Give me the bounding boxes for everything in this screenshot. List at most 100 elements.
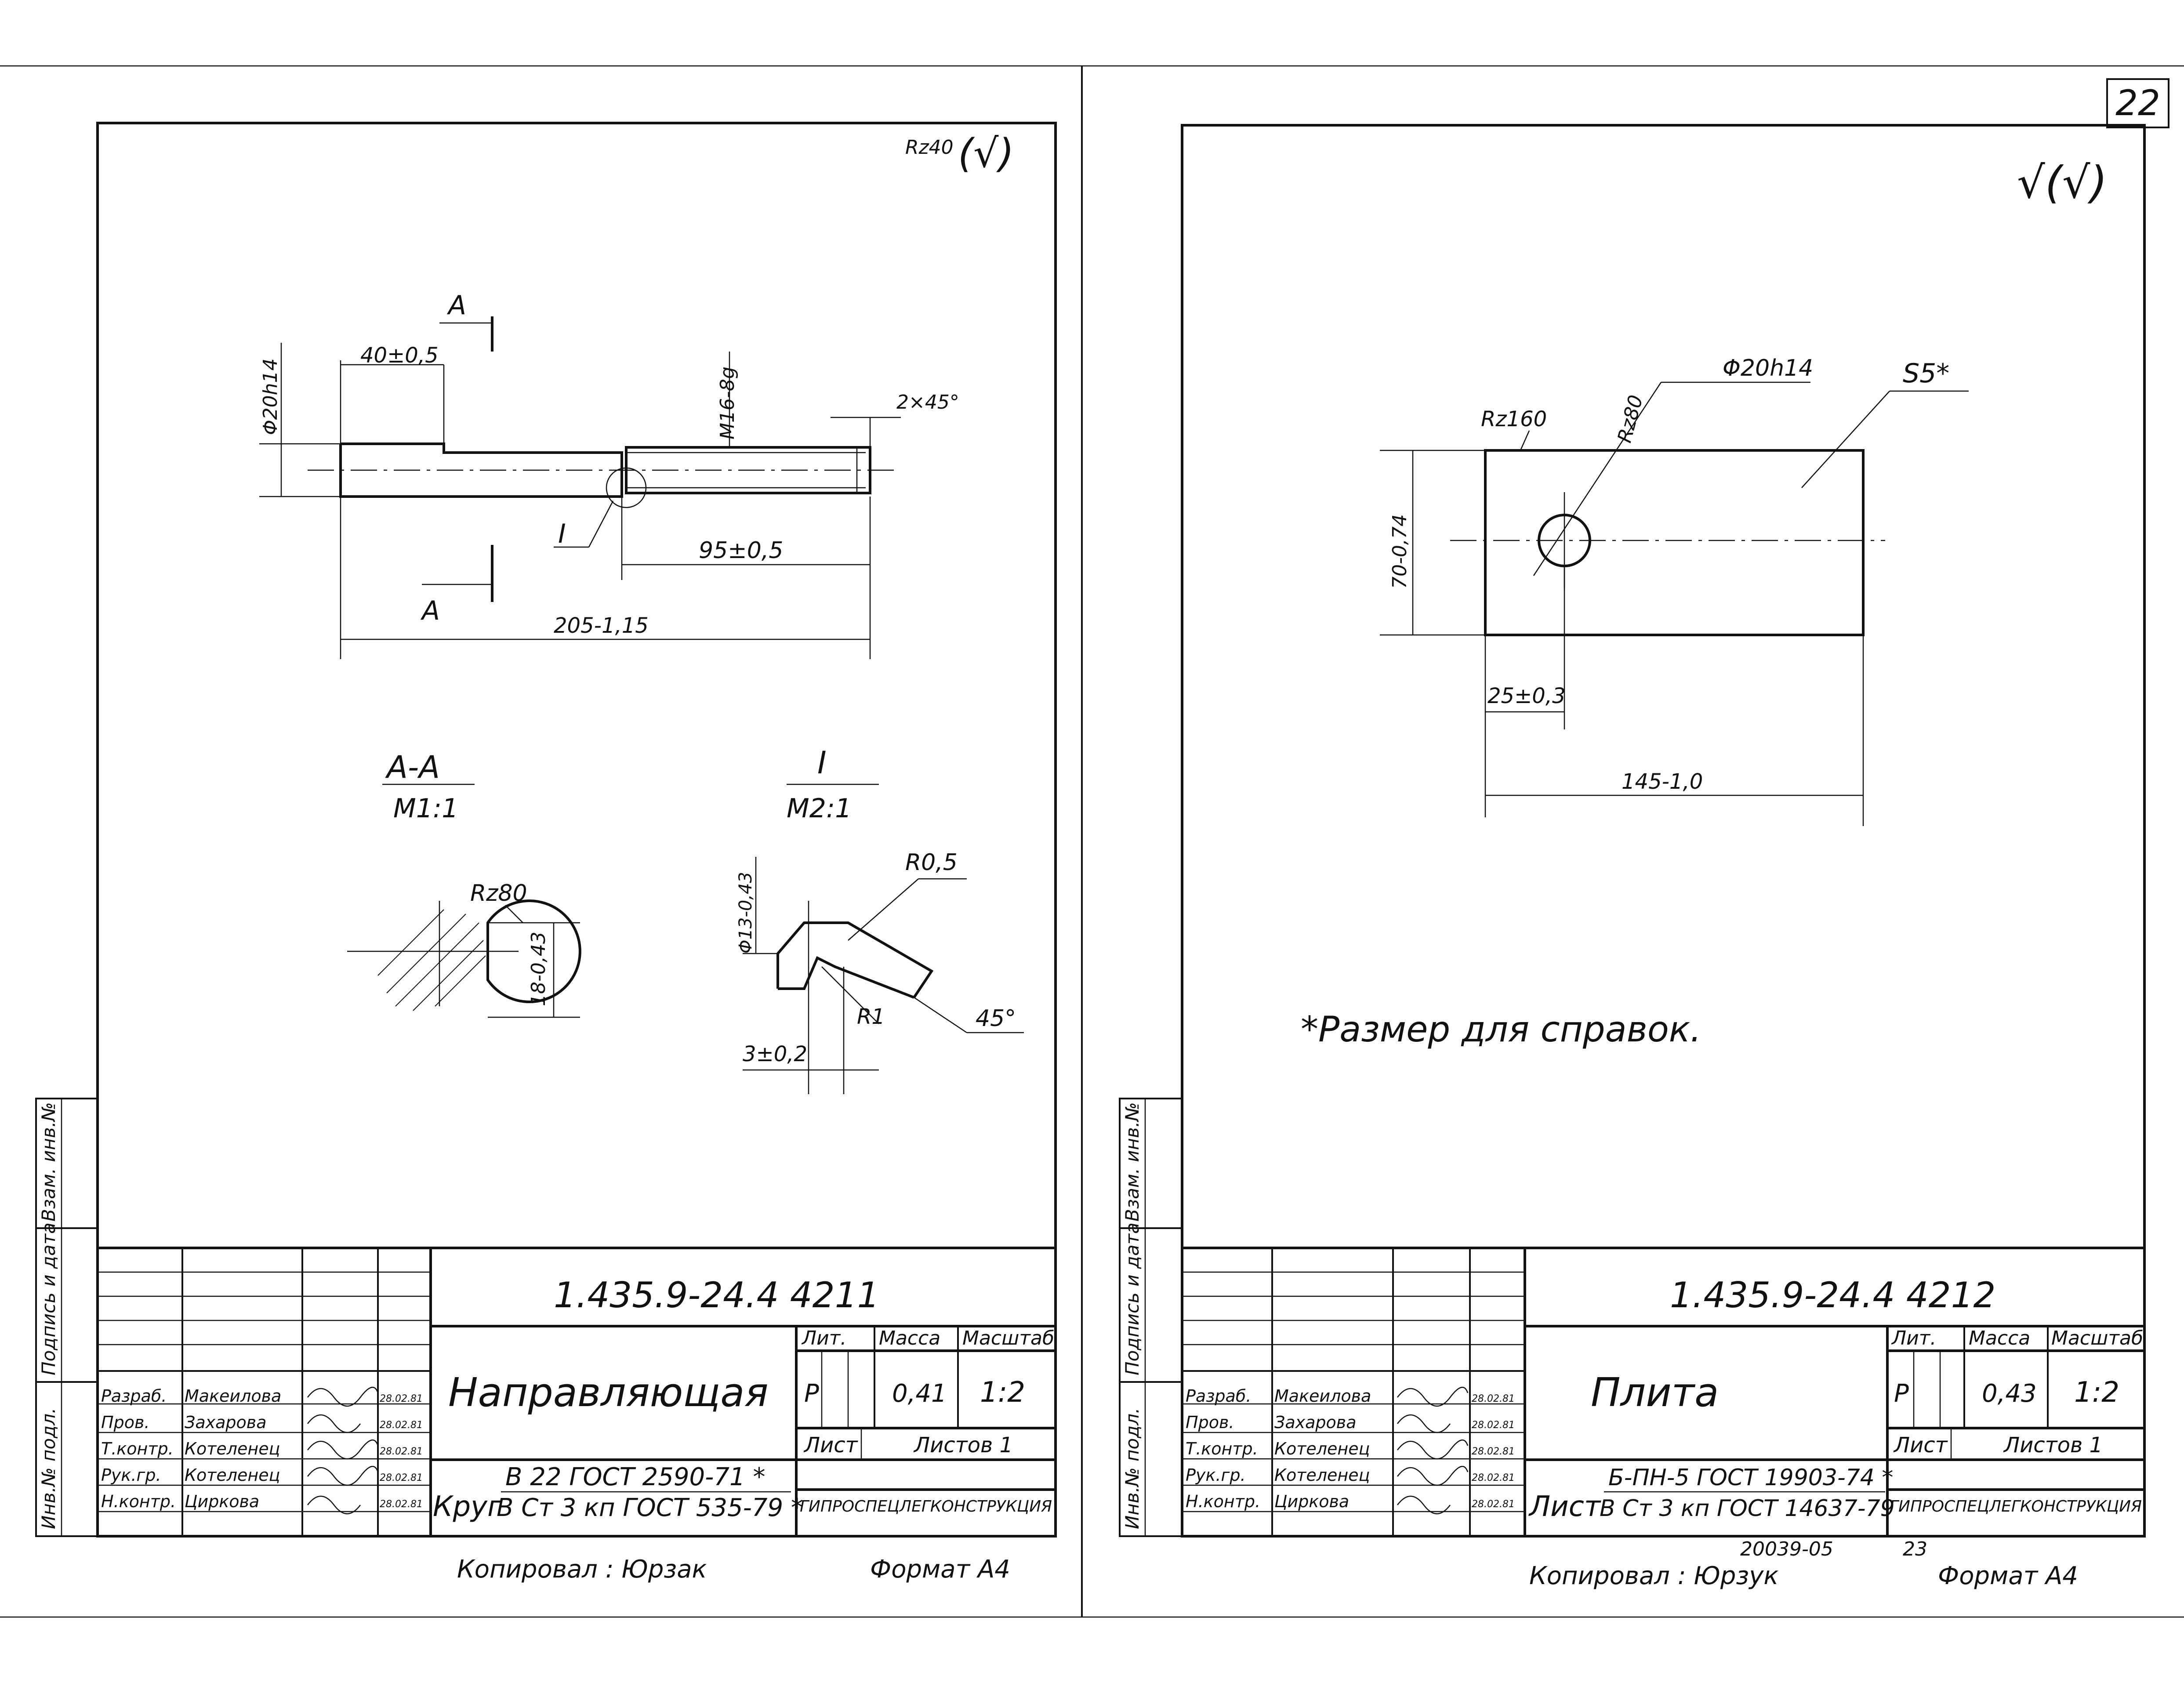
signature <box>1397 1386 1469 1407</box>
svg-text:Rz80: Rz80 <box>1613 393 1647 445</box>
svg-text:I: I <box>558 519 566 549</box>
svg-text:28.02.81: 28.02.81 <box>1472 1499 1515 1510</box>
right-format: Формат А4 <box>1938 1562 2078 1590</box>
svg-text:28.02.81: 28.02.81 <box>380 1420 423 1431</box>
svg-text:Т.контр.: Т.контр. <box>101 1439 174 1458</box>
signature <box>1397 1414 1451 1433</box>
svg-text:95±0,5: 95±0,5 <box>699 537 783 564</box>
svg-text:18-0,43: 18-0,43 <box>527 932 550 1006</box>
svg-text:ГИПРОСПЕЦЛЕГКОНСТРУКЦИЯ: ГИПРОСПЕЦЛЕГКОНСТРУКЦИЯ <box>800 1498 1052 1516</box>
svg-text:Лист: Лист <box>1528 1490 1601 1523</box>
right-doc-code: 1.435.9-24.4 4212 <box>1670 1275 1995 1316</box>
svg-text:M2:1: M2:1 <box>787 793 852 824</box>
svg-text:Пров.: Пров. <box>1186 1413 1234 1432</box>
svg-text:0,43: 0,43 <box>1982 1379 2037 1408</box>
left-format: Формат А4 <box>870 1555 1010 1584</box>
svg-text:Масса: Масса <box>879 1327 940 1349</box>
side-label-inv: Инв.№ подл. <box>38 1408 59 1529</box>
svg-text:2×45°: 2×45° <box>896 391 959 413</box>
reference-note: *Размер для справок. <box>1301 1009 1701 1050</box>
left-side-strip: Взам. инв.№ Подпись и дата Инв.№ подл. <box>35 1098 98 1537</box>
svg-text:28.02.81: 28.02.81 <box>380 1499 423 1510</box>
svg-text:Взам. инв.№: Взам. инв.№ <box>1121 1102 1143 1222</box>
left-part-name: Направляющая <box>448 1370 768 1416</box>
signature <box>307 1439 379 1460</box>
svg-text:Циркова: Циркова <box>185 1492 259 1511</box>
signature <box>1397 1465 1469 1486</box>
svg-text:Лист: Лист <box>1893 1433 1948 1458</box>
right-title-block: 1.435.9-24.4 4212 Плита Лист Б-ПН-5 ГОСТ… <box>1182 1247 2144 1536</box>
svg-text:Круг: Круг <box>433 1490 502 1523</box>
svg-text:В 22 ГОСТ 2590-71 *: В 22 ГОСТ 2590-71 * <box>505 1463 765 1491</box>
svg-text:28.02.81: 28.02.81 <box>1472 1420 1515 1431</box>
svg-text:1:2: 1:2 <box>980 1376 1025 1409</box>
right-stamp: 20039-05 <box>1740 1538 1833 1560</box>
svg-text:1:2: 1:2 <box>2074 1376 2119 1409</box>
section-aa: A-A M1:1 18-0,43 Rz80 <box>347 749 581 1018</box>
svg-text:A: A <box>446 290 466 321</box>
signature <box>307 1386 379 1407</box>
left-frame <box>96 122 1057 1538</box>
sheet-number: 22 <box>2115 83 2160 123</box>
svg-text:0,41: 0,41 <box>892 1379 947 1408</box>
right-surface-mark: √(√) <box>2017 157 2107 208</box>
svg-text:В Ст 3 кп ГОСТ 535-79 *: В Ст 3 кп ГОСТ 535-79 * <box>497 1494 803 1522</box>
svg-text:28.02.81: 28.02.81 <box>1472 1472 1515 1483</box>
svg-text:Б-ПН-5 ГОСТ 19903-74 *: Б-ПН-5 ГОСТ 19903-74 * <box>1608 1465 1893 1491</box>
right-page-small: 23 <box>1903 1538 1927 1560</box>
signature <box>307 1495 361 1515</box>
left-title-block: 1.435.9-24.4 4211 Направляющая Круг В 22… <box>98 1247 1056 1536</box>
svg-text:Котеленец: Котеленец <box>1274 1465 1370 1485</box>
svg-text:Рук.гр.: Рук.гр. <box>101 1465 161 1485</box>
left-copied-by: Копировал : Юрзак <box>457 1555 707 1584</box>
right-side-strip: Взам. инв.№ Подпись и дата Инв.№ подл. <box>1119 1098 1183 1537</box>
svg-text:Рук.гр.: Рук.гр. <box>1186 1465 1246 1485</box>
svg-text:28.02.81: 28.02.81 <box>1472 1446 1515 1457</box>
svg-text:45°: 45° <box>976 1005 1016 1032</box>
svg-text:Р: Р <box>804 1379 819 1408</box>
svg-text:40±0,5: 40±0,5 <box>360 343 439 368</box>
svg-text:A: A <box>420 595 440 626</box>
svg-text:Лит.: Лит. <box>1891 1327 1936 1349</box>
svg-text:Инв.№ подл.: Инв.№ подл. <box>1121 1408 1143 1529</box>
svg-text:Пров.: Пров. <box>101 1413 149 1432</box>
svg-text:M1:1: M1:1 <box>393 793 458 824</box>
signature <box>1397 1495 1451 1515</box>
detail-i: I M2:1 Φ13-0,43 R0,5 R1 45° 3±0,2 <box>736 745 1024 1094</box>
left-doc-code: 1.435.9-24.4 4211 <box>554 1275 879 1316</box>
left-surface-mark: Rz40 (√) <box>905 131 1014 177</box>
svg-text:Разраб.: Разраб. <box>1186 1386 1251 1406</box>
right-frame <box>1181 124 2146 1538</box>
right-part-name: Плита <box>1591 1370 1719 1416</box>
svg-text:(√): (√) <box>958 131 1014 177</box>
svg-text:28.02.81: 28.02.81 <box>380 1393 423 1404</box>
svg-text:M16-8g: M16-8g <box>716 366 739 439</box>
svg-text:28.02.81: 28.02.81 <box>1472 1393 1515 1404</box>
left-sheet: Взам. инв.№ Подпись и дата Инв.№ подл. R… <box>35 122 1057 1584</box>
svg-text:28.02.81: 28.02.81 <box>380 1472 423 1483</box>
svg-text:Φ20h14: Φ20h14 <box>259 359 282 435</box>
svg-text:Макеилова: Макеилова <box>185 1386 281 1406</box>
svg-text:Н.контр.: Н.контр. <box>1186 1492 1260 1511</box>
svg-text:Т.контр.: Т.контр. <box>1186 1439 1258 1458</box>
svg-text:3±0,2: 3±0,2 <box>743 1042 807 1066</box>
signature <box>307 1465 379 1486</box>
svg-text:Φ20h14: Φ20h14 <box>1723 355 1813 381</box>
side-label-vzam: Взам. инв.№ <box>38 1102 59 1222</box>
svg-text:S5*: S5* <box>1903 358 1949 389</box>
right-sheet: Взам. инв.№ Подпись и дата Инв.№ подл. √… <box>1119 124 2146 1590</box>
right-copied-by: Копировал : Юрзук <box>1529 1562 1778 1590</box>
signature <box>307 1414 361 1433</box>
svg-text:Масштаб: Масштаб <box>2051 1327 2143 1349</box>
svg-text:145-1,0: 145-1,0 <box>1622 769 1703 794</box>
shaft-view: A A I 40±0,5 Φ20h14 M16-8g 2×45° <box>259 290 959 659</box>
svg-text:В Ст 3 кп ГОСТ 14637-79: В Ст 3 кп ГОСТ 14637-79 <box>1600 1495 1895 1522</box>
svg-text:Масштаб: Масштаб <box>962 1327 1054 1349</box>
plate-view: 70-0,74 25±0,3 145-1,0 Rz160 Φ20h14 Rz80… <box>1380 355 1969 826</box>
svg-text:Листов 1: Листов 1 <box>913 1433 1013 1458</box>
svg-text:Масса: Масса <box>1969 1327 2030 1349</box>
svg-text:I: I <box>817 745 827 781</box>
svg-text:Котеленец: Котеленец <box>185 1439 280 1458</box>
signature <box>1397 1439 1469 1460</box>
